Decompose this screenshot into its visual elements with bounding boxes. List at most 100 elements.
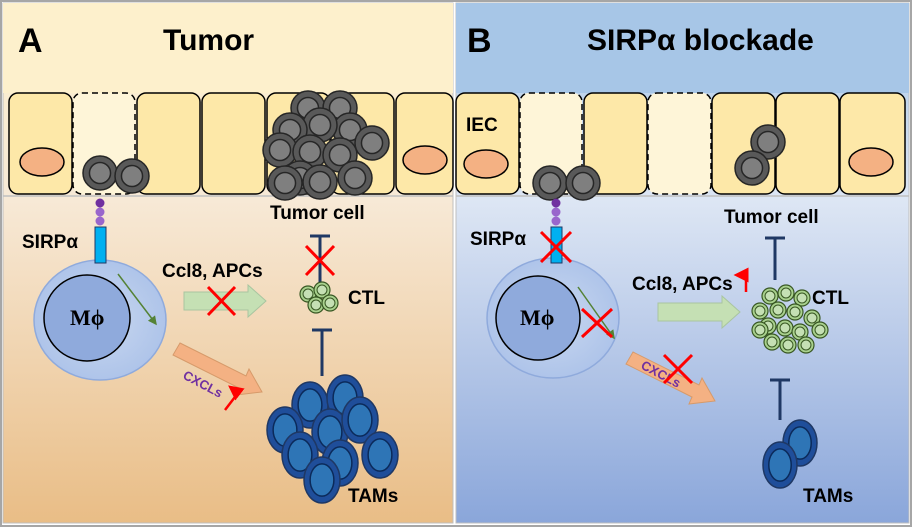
- tam-cell: [303, 456, 341, 504]
- receptor-domain: [95, 207, 105, 217]
- tumor-cell: [565, 165, 601, 201]
- epithelial-cell: [395, 92, 454, 195]
- panel-b: B SIRPα blockade IEC Mϕ: [455, 2, 910, 524]
- ctl-cell: [779, 336, 797, 354]
- epithelial-cell: [201, 92, 266, 195]
- inhibition-tam-to-ctl-a: [312, 328, 332, 376]
- panel-a-letter: A: [18, 22, 43, 60]
- ctl-cell: [763, 333, 781, 351]
- ctl-cell: [769, 301, 787, 319]
- receptor-stalk: [94, 226, 107, 264]
- ctl-cell: [776, 319, 794, 337]
- ctl-cell: [793, 289, 811, 307]
- epithelial-cell: [839, 92, 906, 195]
- tams-label-a: TAMs: [348, 486, 398, 507]
- tumor-cell: [114, 158, 150, 194]
- tumor-cell: [267, 165, 303, 201]
- ctl-label-a: CTL: [348, 288, 385, 309]
- block-cross: [580, 307, 614, 339]
- tam-cluster-b: [762, 419, 818, 489]
- ctl-cell: [321, 294, 339, 312]
- block-cross: [206, 285, 237, 317]
- sirpa-label-b: SIRPα: [470, 229, 526, 250]
- cxcl-arrow-a: [172, 342, 263, 396]
- epithelium-b: [455, 92, 906, 195]
- macrophage-nucleus: [43, 274, 131, 362]
- epithelial-cell: [583, 92, 648, 195]
- block-cross: [539, 230, 573, 264]
- ctl-cell: [751, 302, 769, 320]
- ctl-cell: [313, 281, 331, 299]
- ctl-label-b: CTL: [812, 288, 849, 309]
- inhibition-tam-to-ctl-b: [770, 378, 790, 420]
- ctl-cell: [777, 284, 795, 302]
- sirpa-label-a: SIRPα: [22, 232, 78, 253]
- ctl-cell: [791, 323, 809, 341]
- tam-cell: [762, 441, 798, 489]
- sirpa-receptor-a: [94, 198, 107, 264]
- block-cross: [662, 353, 694, 385]
- nucleus: [402, 145, 448, 175]
- tam-cluster-a: [266, 374, 399, 504]
- inhibition-ctl-to-tumor-b: [765, 236, 785, 280]
- macrophage-nucleus: [495, 275, 581, 361]
- ccl8-label-a: Ccl8, APCs: [162, 261, 263, 282]
- receptor-domain: [95, 216, 105, 226]
- tumor-cell: [354, 125, 390, 161]
- tam-cell: [341, 396, 379, 444]
- epithelial-cell-dashed: [647, 92, 712, 195]
- tam-cell: [281, 431, 319, 479]
- tumor-cell: [750, 124, 786, 160]
- ctl-cluster-b: [751, 284, 829, 354]
- tumor-cell: [302, 107, 338, 143]
- block-cross: [304, 244, 336, 277]
- tumor-cell: [262, 132, 298, 168]
- ctl-cluster-a: [299, 281, 339, 314]
- panel-b-letter: B: [467, 22, 492, 60]
- tumor-cell: [532, 165, 568, 201]
- tumor-cell: [734, 150, 770, 186]
- ctl-cell: [797, 336, 815, 354]
- tams-label-b: TAMs: [803, 486, 853, 507]
- ccl8-arrow-b: [657, 294, 741, 330]
- tumor-cell: [82, 155, 118, 191]
- tumor-cell: [302, 164, 338, 200]
- epithelial-cell: [8, 92, 73, 195]
- iec-label: IEC: [466, 115, 498, 136]
- tumor-cell-label-a: Tumor cell: [270, 203, 365, 224]
- panel-a-header: [3, 3, 453, 93]
- nucleus: [19, 147, 65, 177]
- epithelial-cell: [136, 92, 201, 195]
- panel-b-title: SIRPα blockade: [587, 24, 814, 57]
- tumor-cluster-b: [532, 124, 786, 201]
- increase-arrow: [224, 385, 245, 411]
- ctl-cell: [811, 321, 829, 339]
- receptor-domain: [95, 198, 105, 208]
- macrophage-a: Mϕ: [33, 259, 167, 381]
- panel-a-title: Tumor: [163, 24, 254, 57]
- epithelial-cell-dashed: [519, 92, 583, 195]
- receptor-domain: [551, 216, 561, 226]
- signal-arrow: [577, 286, 615, 340]
- ctl-cell: [751, 321, 769, 339]
- tumor-cell-label-b: Tumor cell: [724, 207, 819, 228]
- panel-b-header: [456, 3, 909, 93]
- panel-a: A Tumor Mϕ SIRPα C: [2, 2, 454, 524]
- macrophage-label: Mϕ: [520, 305, 555, 330]
- ctl-cell: [761, 287, 779, 305]
- ctl-cell: [307, 296, 325, 314]
- tumor-cluster-a: [82, 90, 390, 201]
- nucleus: [463, 149, 509, 179]
- ctl-cell: [786, 303, 804, 321]
- macrophage-b: Mϕ: [486, 257, 620, 379]
- ccl8-label-b: Ccl8, APCs: [632, 274, 733, 295]
- nucleus: [848, 147, 894, 177]
- epithelial-cell: [455, 92, 520, 195]
- receptor-domain: [551, 207, 561, 217]
- ccl8-arrow-a: [183, 283, 267, 319]
- tumor-cell: [337, 160, 373, 196]
- ctl-cell: [803, 309, 821, 327]
